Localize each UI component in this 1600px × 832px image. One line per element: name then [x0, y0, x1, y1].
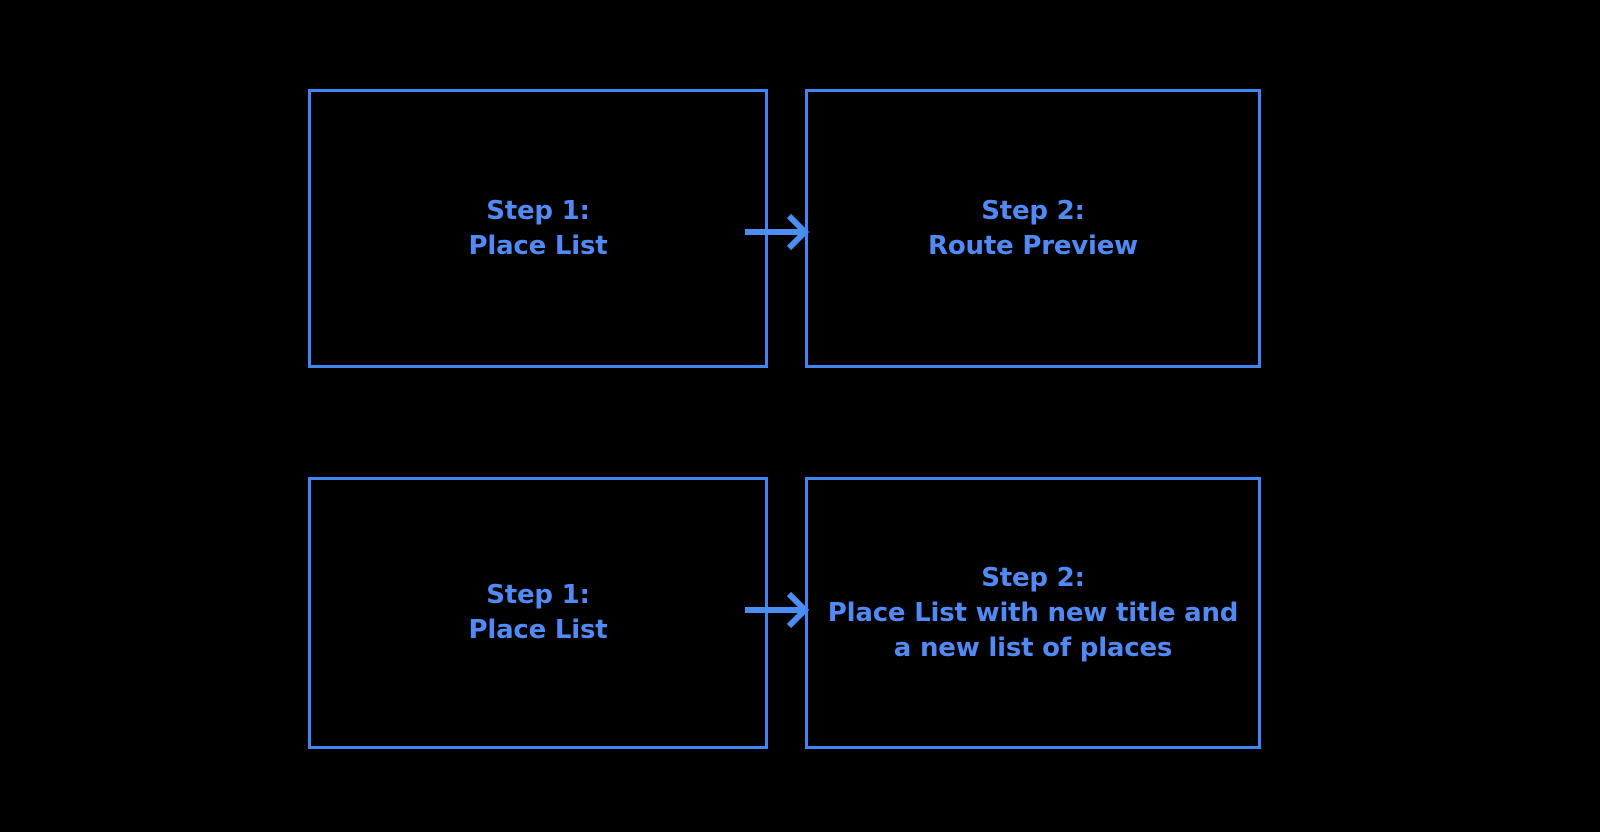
flow-node-label: Step 2: Route Preview	[928, 195, 1138, 261]
flow-node-step1-bottom[interactable]: Step 1: Place List	[308, 477, 768, 749]
flow-node-step1-top[interactable]: Step 1: Place List	[308, 89, 768, 368]
flow-connector-arrow-bottom	[740, 584, 812, 636]
flow-connector-arrow-top	[740, 206, 812, 258]
flow-node-label: Step 1: Place List	[468, 580, 608, 645]
flow-node-label: Step 1: Place List	[468, 195, 608, 261]
flow-node-step2-top[interactable]: Step 2: Route Preview	[805, 89, 1261, 368]
flow-node-label: Step 2: Place List with new title and a …	[827, 562, 1239, 663]
flow-node-step2-bottom[interactable]: Step 2: Place List with new title and a …	[805, 477, 1261, 749]
